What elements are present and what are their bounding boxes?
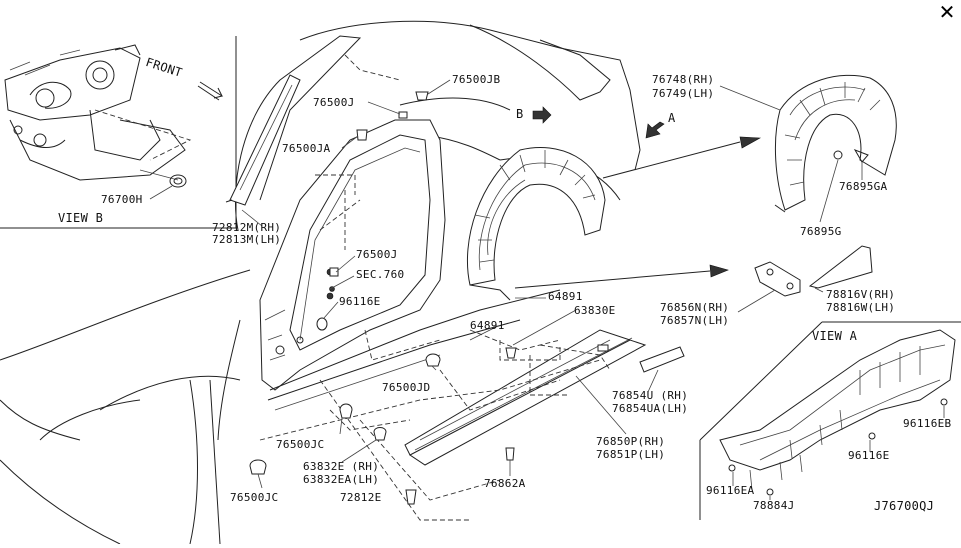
part-label-78816w: 78816W(LH) <box>826 301 896 314</box>
part-label-96116e-left: 96116E <box>339 295 381 308</box>
front-arrow-icon <box>197 81 224 101</box>
part-label-76500j-top: 76500J <box>313 96 355 109</box>
view-b-engine-bay-sketch <box>4 44 192 188</box>
arrow-a-label: A <box>668 111 676 125</box>
diagram-id: J76700QJ <box>874 499 935 513</box>
part-label-76851p: 76851P(LH) <box>596 448 666 461</box>
part-label-sec760: SEC.760 <box>356 268 405 281</box>
pillar-trim-part <box>225 74 301 206</box>
part-label-72812m: 72812M(RH) <box>212 221 282 234</box>
part-label-63832ea: 63832EA(LH) <box>303 473 380 486</box>
part-label-96116ea: 96116EA <box>706 484 755 497</box>
part-label-76500jd: 76500JD <box>382 381 431 394</box>
part-label-78884j: 78884J <box>753 499 795 512</box>
wheel-housing-center <box>466 146 606 301</box>
arrow-b-label: B <box>516 107 524 121</box>
part-label-76854ua: 76854UA(LH) <box>612 402 689 415</box>
part-label-72812e: 72812E <box>340 491 382 504</box>
part-label-72813m: 72813M(LH) <box>212 233 282 246</box>
view-a-arrow-icon <box>645 121 665 139</box>
part-label-96116e-right: 96116E <box>848 449 890 462</box>
part-label-76500ja: 76500JA <box>282 142 331 155</box>
part-label-76749: 76749(LH) <box>652 87 715 100</box>
part-label-64891-b: 64891 <box>470 319 505 332</box>
fasteners <box>249 91 517 505</box>
car-body-outline <box>0 20 641 545</box>
part-label-63830e: 63830E <box>574 304 616 317</box>
bracket-76856n <box>754 261 801 297</box>
view-b-arrow-icon <box>532 106 552 124</box>
wheel-housing-right <box>774 74 897 213</box>
side-sill-cover <box>404 329 647 466</box>
part-label-78816v: 78816V(RH) <box>826 288 896 301</box>
part-label-63832e: 63832E (RH) <box>303 460 380 473</box>
part-label-76500jc-a: 76500JC <box>276 438 325 451</box>
part-label-76500jc-b: 76500JC <box>230 491 279 504</box>
exploded-guides <box>259 54 611 521</box>
close-button[interactable]: ✕ <box>938 0 956 24</box>
part-label-76895g: 76895G <box>800 225 842 238</box>
strip-76854u <box>639 346 685 373</box>
explode-arrows <box>514 136 762 289</box>
part-label-76856n: 76856N(RH) <box>660 301 730 314</box>
trim-78816v <box>808 245 873 289</box>
view-a-title: VIEW A <box>812 329 858 343</box>
part-label-76500j-mid: 76500J <box>356 248 398 261</box>
view-a-rear-panel-sketch <box>719 329 956 500</box>
view-b-title: VIEW B <box>58 211 104 225</box>
leader-lines <box>149 79 863 489</box>
view-a-frame <box>699 321 961 520</box>
part-label-76700h: 76700H <box>101 193 143 206</box>
part-label-76500jb: 76500JB <box>452 73 501 86</box>
part-label-76895ga: 76895GA <box>839 180 888 193</box>
part-label-76862a: 76862A <box>484 477 526 490</box>
part-label-64891-a: 64891 <box>548 290 583 303</box>
part-label-76854u: 76854U (RH) <box>612 389 689 402</box>
part-label-96116eb: 96116EB <box>903 417 952 430</box>
part-label-76850p: 76850P(RH) <box>596 435 666 448</box>
part-label-76857n: 76857N(LH) <box>660 314 730 327</box>
part-label-76748: 76748(RH) <box>652 73 715 86</box>
